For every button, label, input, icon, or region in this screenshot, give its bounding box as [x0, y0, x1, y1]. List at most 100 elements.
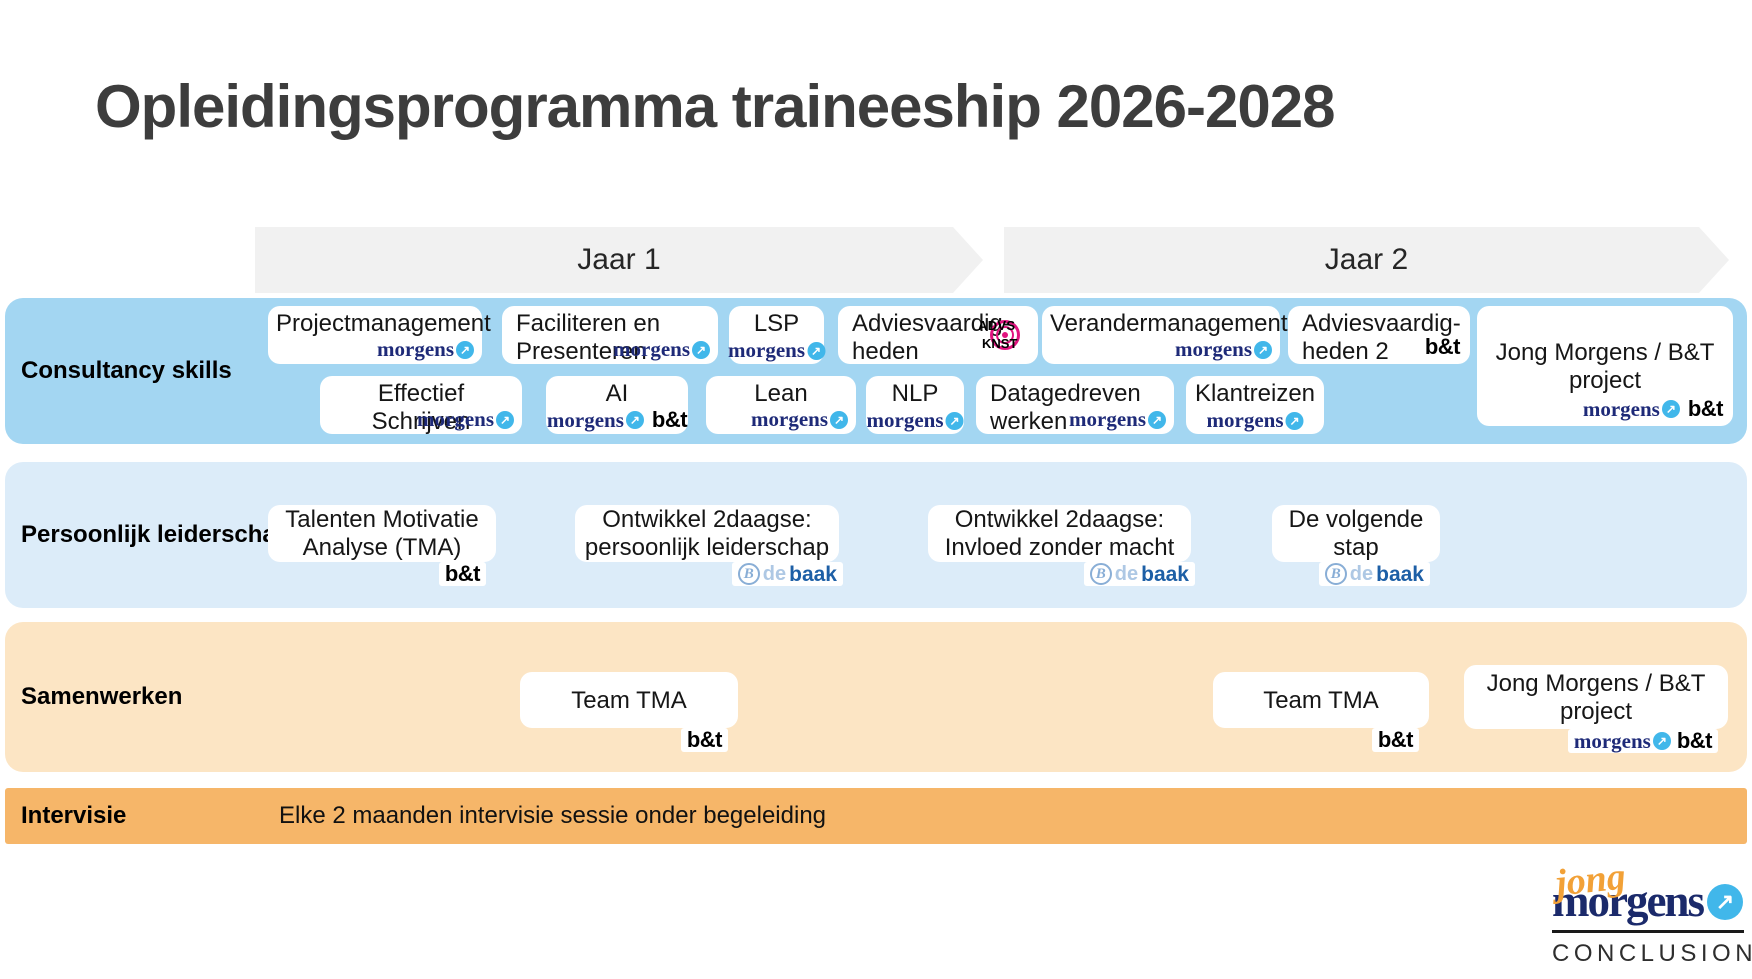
morgens-arrow-icon: ↗: [692, 340, 710, 359]
bt-logo: b&t: [1676, 728, 1713, 753]
provider-logos: b&t: [438, 561, 486, 586]
card-ai: AI morgens↗ b&t: [546, 376, 688, 434]
course-title: Verandermanagement: [1050, 310, 1288, 337]
debaak-de: de: [1114, 563, 1139, 585]
band-persoonlijk-leiderschap: Persoonlijk leiderschap: [5, 462, 1747, 608]
intervisie-description: Elke 2 maanden intervisie sessie onder b…: [279, 802, 827, 829]
bt-logo: b&t: [1687, 396, 1724, 421]
card-effectief-schrijven: Effectief Schrijven morgens↗: [320, 376, 522, 435]
morgens-wordmark: morgens: [1582, 396, 1660, 421]
page-title: Opleidingsprogramma traineeship 2026-202…: [95, 73, 1335, 140]
morgens-wordmark: morgens: [417, 407, 494, 431]
debaak-de: de: [1349, 563, 1374, 585]
debaak-b-icon: B: [737, 563, 760, 585]
debaak-de: de: [762, 563, 787, 585]
morgens-logo-large: morgens ↗: [1552, 876, 1744, 928]
conclusion-wordmark: CONCLUSION: [1552, 939, 1752, 967]
adviesvaardigheden-kunst-logo: ADVS KNST: [976, 311, 1034, 359]
bt-logo: b&t: [1377, 727, 1414, 752]
morgens-arrow-icon: ↗: [496, 410, 514, 429]
morgens-arrow-icon: ↗: [1661, 400, 1680, 418]
morgens-wordmark: morgens: [728, 338, 805, 362]
course-title: Projectmanagement: [276, 310, 491, 337]
band-samenwerken: Samenwerken: [5, 622, 1747, 772]
course-title: Team TMA: [1263, 686, 1379, 714]
course-title: Lean: [754, 380, 808, 407]
band-label-persoonlijk-leiderschap: Persoonlijk leiderschap: [21, 521, 291, 548]
card-team-tma-jaar1: Team TMA b&t: [520, 672, 738, 752]
card-verandermanagement: Verandermanagement morgens↗: [1042, 306, 1288, 364]
provider-logos: b&t: [680, 727, 728, 752]
morgens-logo: morgens↗: [613, 339, 710, 360]
morgens-arrow-icon: ↗: [830, 410, 848, 429]
morgens-logo: morgens↗: [1573, 728, 1671, 753]
course-title: Talenten Motivatie Analyse (TMA): [285, 506, 479, 561]
morgens-arrow-icon: ↗: [1285, 411, 1304, 430]
morgens-wordmark: morgens: [377, 337, 454, 361]
target-icon: [990, 320, 1020, 350]
card-adviesvaardigheden: Adviesvaardig- heden ADVS KNST: [838, 306, 1038, 365]
card-jong-morgens-bt-project: Jong Morgens / B&T project morgens↗ b&t: [1477, 306, 1733, 426]
band-label-samenwerken: Samenwerken: [21, 683, 183, 710]
card-ontwikkel-2daagse-invloed-zonder-macht: Ontwikkel 2daagse: Invloed zonder macht …: [928, 505, 1195, 586]
morgens-wordmark: morgens: [1206, 408, 1284, 432]
morgens-logo: morgens↗: [547, 409, 644, 431]
course-title: Klantreizen: [1194, 380, 1316, 407]
morgens-wordmark: morgens: [1069, 407, 1146, 431]
debaak-wordmark: baak: [1376, 562, 1424, 586]
jong-wordmark: jong: [1553, 855, 1628, 905]
bt-logo: b&t: [444, 561, 481, 586]
bt-logo: b&t: [1424, 334, 1461, 359]
morgens-logo: morgens↗: [1175, 339, 1272, 360]
provider-logos: b&t: [1371, 727, 1419, 752]
card-lean: Lean morgens↗: [706, 376, 856, 434]
card-jong-morgens-bt-project-samenwerken: Jong Morgens / B&T project morgens↗ b&t: [1464, 665, 1728, 753]
morgens-wordmark: morgens: [866, 408, 944, 432]
course-title: AI: [605, 380, 629, 407]
morgens-wordmark: morgens: [1175, 337, 1252, 361]
card-team-tma-jaar2: Team TMA b&t: [1213, 672, 1429, 752]
debaak-wordmark: baak: [789, 562, 837, 586]
knst-text: KNST: [982, 336, 1018, 351]
debaak-b-icon: B: [1089, 563, 1112, 585]
course-title: Jong Morgens / B&T project: [1486, 669, 1706, 725]
course-title: Ontwikkel 2daagse: Invloed zonder macht: [944, 506, 1175, 561]
bt-logo: b&t: [651, 407, 688, 432]
timeline-year2-arrow: Jaar 2: [1004, 227, 1729, 293]
debaak-wordmark: baak: [1141, 562, 1189, 586]
logo-divider: [1552, 929, 1744, 933]
morgens-arrow-icon: ↗: [807, 341, 825, 360]
morgens-wordmark: morgens: [1573, 728, 1651, 753]
morgens-wordmark: morgens: [751, 407, 828, 431]
timeline-year1-arrow: Jaar 1: [255, 227, 983, 293]
course-title: Ontwikkel 2daagse: persoonlijk leidersch…: [584, 506, 830, 561]
course-title: Adviesvaardig- heden 2: [1302, 310, 1461, 365]
course-title: De volgende stap: [1288, 506, 1424, 561]
course-title: Effectief Schrijven: [371, 380, 471, 435]
provider-logos: morgens↗ b&t: [1567, 728, 1718, 753]
morgens-logo: morgens↗: [728, 340, 825, 361]
bt-logo: b&t: [686, 727, 723, 752]
course-title: Datagedreven werken: [990, 380, 1141, 435]
band-label-consultancy-skills: Consultancy skills: [21, 357, 232, 384]
morgens-arrow-icon: ↗: [1148, 410, 1166, 429]
morgens-arrow-icon: ↗: [1652, 732, 1671, 750]
card-faciliteren-en-presenteren: Faciliteren en Presenteren morgens↗: [502, 306, 718, 365]
morgens-logo: morgens↗: [867, 410, 964, 431]
year2-label: Jaar 2: [1324, 243, 1409, 276]
course-title: LSP: [753, 310, 800, 337]
course-title: Team TMA: [571, 686, 687, 714]
morgens-logo: morgens↗: [417, 409, 514, 430]
card-nlp: NLP morgens↗: [866, 376, 964, 434]
card-ontwikkel-2daagse-persoonlijk-leiderschap: Ontwikkel 2daagse: persoonlijk leidersch…: [575, 505, 843, 586]
jong-morgens-conclusion-logo: jong morgens ↗ CONCLUSION: [1552, 855, 1752, 968]
card-talenten-motivatie-analyse: Talenten Motivatie Analyse (TMA) b&t: [268, 505, 496, 586]
morgens-logo: morgens↗: [377, 339, 474, 360]
card-projectmanagement: Projectmanagement morgens↗: [268, 306, 491, 364]
